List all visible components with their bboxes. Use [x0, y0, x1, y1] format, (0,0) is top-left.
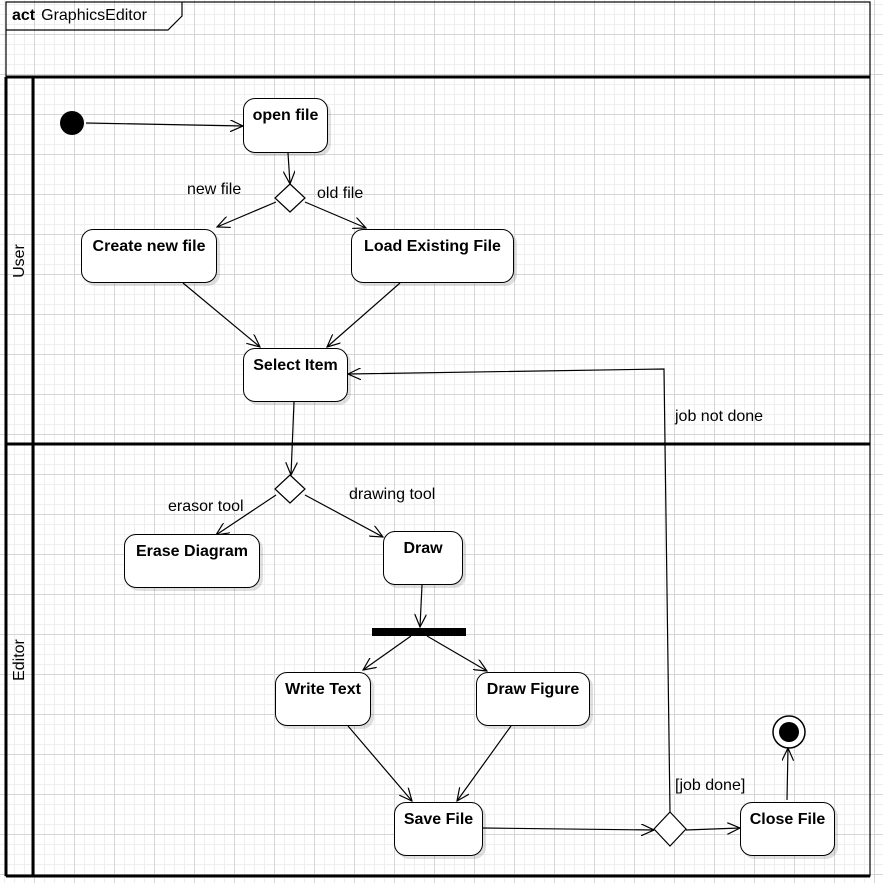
edge-figure-to-save — [457, 725, 512, 801]
edge-close-to-final — [787, 748, 788, 801]
edge-save-to-decision — [482, 828, 654, 830]
edge-decision-to-load — [304, 201, 366, 228]
edge-create-to-select — [182, 282, 260, 347]
decision-tool — [274, 474, 306, 504]
edge-fork-to-write — [363, 635, 412, 670]
edge-decision-to-draw — [304, 494, 383, 537]
node-write-text[interactable]: Write Text — [275, 672, 371, 726]
edge-job-not-done-loop — [348, 369, 671, 813]
node-create-new-file[interactable]: Create new file — [81, 229, 217, 283]
edge-label-old-file: old file — [317, 185, 364, 202]
edge-decision-to-create — [217, 201, 277, 227]
edge-start-to-open — [85, 123, 243, 126]
node-select-item[interactable]: Select Item — [243, 348, 348, 402]
decision-job — [653, 811, 687, 847]
edge-load-to-select — [327, 282, 401, 347]
node-draw-figure[interactable]: Draw Figure — [476, 672, 590, 726]
frame-title: act GraphicsEditor — [6, 2, 147, 30]
node-close-file[interactable]: Close File — [740, 802, 835, 856]
frame-name-tab — [6, 2, 183, 31]
edge-label-eraser-tool: erasor tool — [168, 498, 244, 515]
edge-write-to-save — [347, 725, 412, 801]
edge-label-job-not-done: job not done — [675, 408, 764, 425]
diagram-frame — [5, 1, 871, 877]
edge-label-job-done: [job done] — [675, 777, 746, 794]
node-open-file[interactable]: open file — [243, 98, 328, 153]
lane-label-user: User — [11, 244, 28, 278]
edge-select-to-decision — [291, 401, 294, 475]
node-save-file[interactable]: Save File — [394, 802, 483, 856]
edge-label-drawing-tool: drawing tool — [349, 486, 436, 503]
edge-open-to-decision — [288, 152, 290, 184]
fork-bar — [372, 628, 466, 636]
final-node-inner — [779, 722, 799, 742]
initial-node — [60, 111, 84, 135]
edge-draw-to-fork — [420, 584, 422, 627]
edge-decision-to-close — [685, 828, 740, 830]
frame-keyword: act — [12, 7, 36, 24]
edge-fork-to-figure — [426, 635, 487, 671]
edge-label-new-file: new file — [187, 181, 242, 198]
node-erase-diagram[interactable]: Erase Diagram — [124, 534, 260, 588]
node-draw[interactable]: Draw — [383, 531, 463, 585]
frame-name: GraphicsEditor — [41, 7, 147, 24]
decision-file-type — [274, 183, 306, 213]
edge-decision-to-erase — [216, 494, 277, 535]
lane-label-editor: Editor — [11, 639, 28, 681]
node-load-existing-file[interactable]: Load Existing File — [351, 229, 514, 283]
